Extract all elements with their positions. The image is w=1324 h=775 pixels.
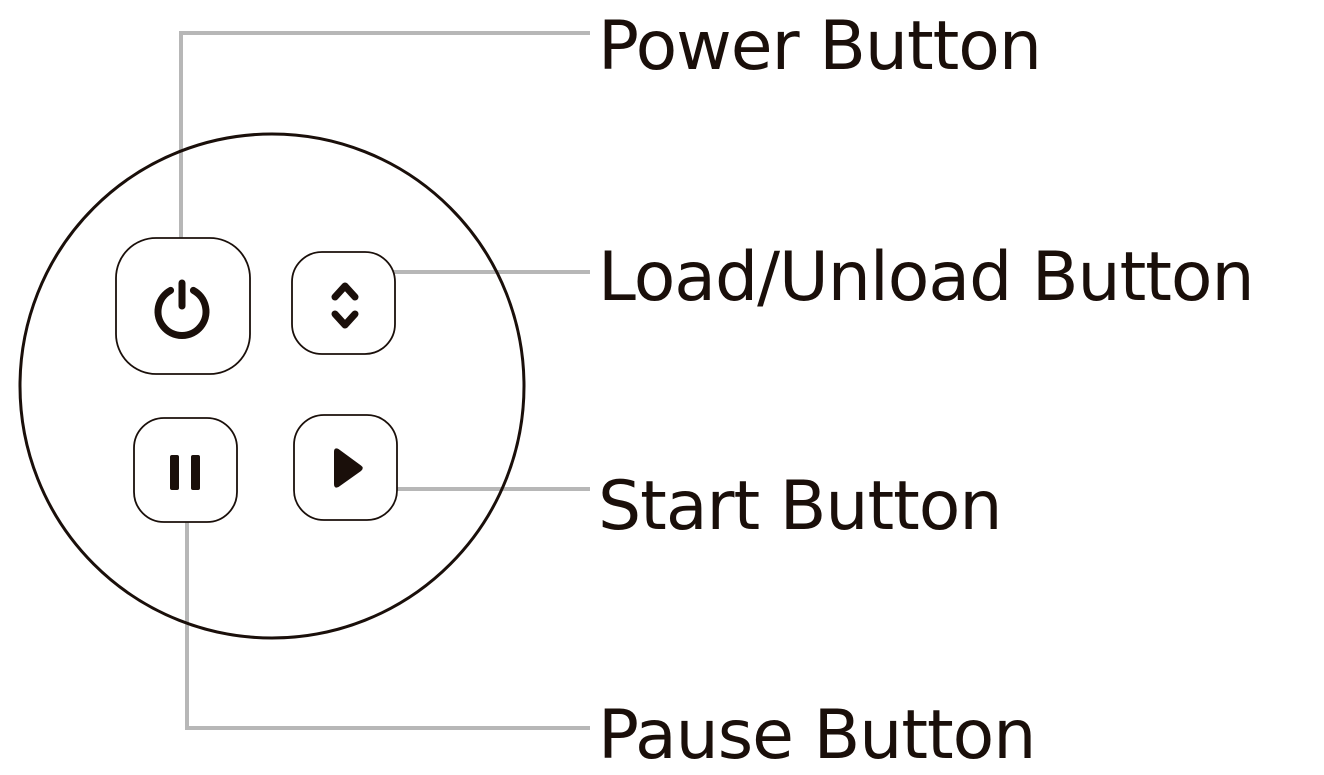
pause-button-label: Pause Button — [598, 702, 1035, 770]
power-leader-line — [181, 33, 590, 246]
load-unload-button[interactable] — [292, 252, 395, 354]
pause-leader-line — [187, 516, 590, 728]
control-panel-outline — [20, 134, 524, 638]
power-button[interactable] — [116, 238, 250, 374]
power-button-label: Power Button — [598, 13, 1041, 81]
start-button-label: Start Button — [598, 473, 1002, 541]
start-button[interactable] — [294, 415, 397, 520]
pause-button[interactable] — [134, 418, 237, 522]
load-unload-button-label: Load/Unload Button — [598, 244, 1254, 312]
